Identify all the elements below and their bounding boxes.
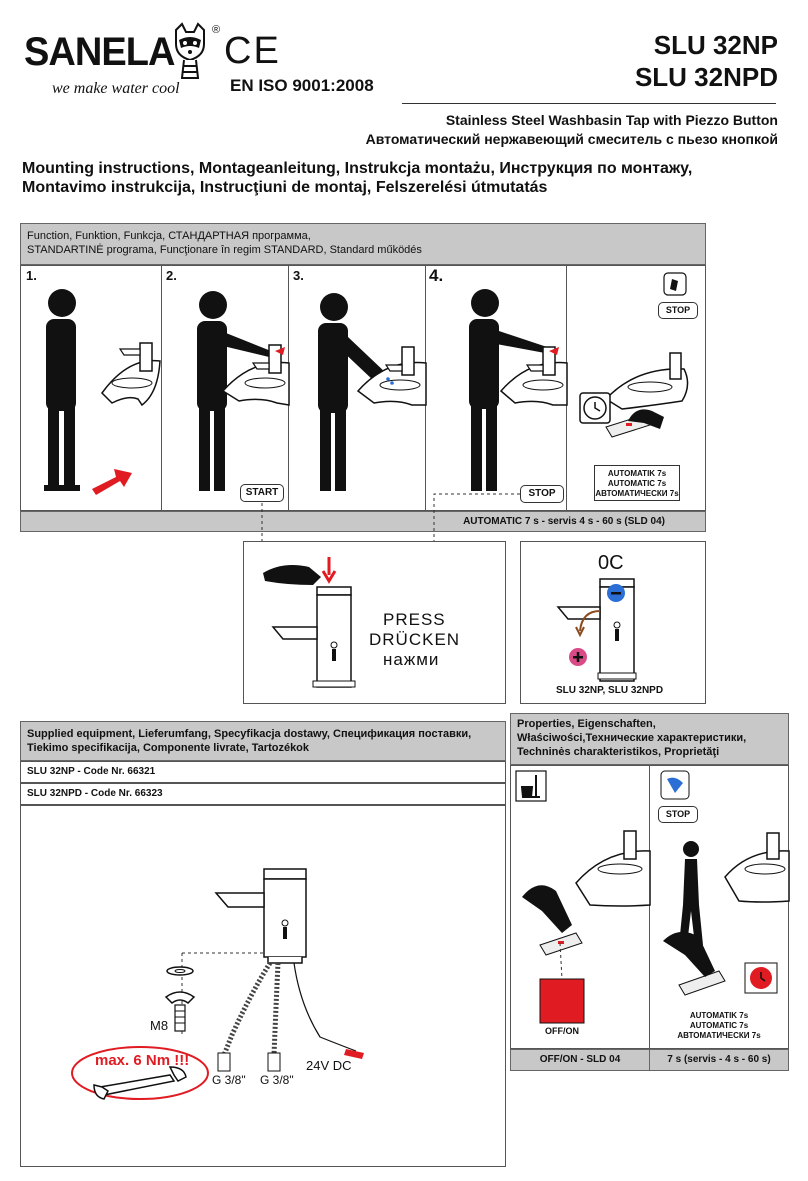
- brand-tagline: we make water cool: [52, 80, 180, 97]
- start-label: START: [240, 484, 284, 502]
- connection-label-1: G 3/8": [212, 1073, 246, 1087]
- registered-mark: ®: [212, 24, 221, 36]
- code-np: SLU 32NP - Code Nr. 66321: [27, 766, 156, 777]
- dashed-connectors: [257, 493, 520, 580]
- supplied-drawing-panel: [20, 805, 506, 1167]
- properties-header-bar: Properties, Eigenschaften, Właściwości,Т…: [510, 713, 789, 765]
- supplied-code-row-1: SLU 32NP - Code Nr. 66321: [20, 761, 506, 783]
- auto-line-ru: АВТОМАТИЧЕСКИ 7s: [595, 489, 679, 498]
- raccoon-mascot-icon: [175, 22, 205, 79]
- press-text-ru: нажми: [383, 650, 440, 669]
- temperature-caption: SLU 32NP, SLU 32NPD: [556, 685, 664, 696]
- step-number-1: 1.: [26, 268, 37, 283]
- properties-footer-left: OFF/ON - SLD 04: [510, 1049, 650, 1071]
- properties-auto-box: AUTOMATIK 7s AUTOMATIC 7s АВТОМАТИЧЕСКИ …: [671, 1007, 767, 1049]
- torque-label: max. 6 Nm !!!: [95, 1052, 190, 1069]
- m8-label: M8: [150, 1018, 169, 1033]
- function-title-2: STANDARTINĖ programa, Funcţionare în reg…: [27, 244, 422, 256]
- mounting-title-2: Montavimo instrukcija, Instrucţiuni de m…: [22, 179, 548, 196]
- cleaning-mode-illustration: [515, 770, 651, 1024]
- press-text-de: DRÜCKEN: [369, 630, 461, 649]
- auto-line-en: AUTOMATIC 7s: [607, 479, 667, 488]
- press-text-en: PRESS: [383, 610, 446, 629]
- ce-mark: CE: [224, 30, 281, 72]
- prop-auto-line-ru: АВТОМАТИЧЕСКИ 7s: [677, 1031, 761, 1040]
- properties-footer-left-text: OFF/ON - SLD 04: [539, 1054, 621, 1065]
- supplied-title-2: Tiekimo specifikacija, Componente livrat…: [27, 742, 310, 754]
- press-tap-illustration: [263, 557, 356, 688]
- step-number-4: 4.: [429, 266, 444, 285]
- step3-person-illustration: [318, 293, 427, 491]
- header-rule: [402, 103, 776, 104]
- supplied-header-bar: Supplied equipment, Lieferumfang, Specyf…: [20, 721, 506, 761]
- auto-line-de: AUTOMATIK 7s: [607, 469, 667, 478]
- auto-stop-illustration: [579, 272, 689, 438]
- step-number-2: 2.: [166, 268, 177, 283]
- iso-label: EN ISO 9001:2008: [230, 76, 374, 95]
- function-footer-bar: AUTOMATIC 7 s - servis 4 s - 60 s (SLD 0…: [20, 511, 706, 532]
- offon-label: OFF/ON: [545, 1026, 579, 1036]
- properties-footer-right-text: 7 s (servis - 4 s - 60 s): [667, 1054, 771, 1065]
- stop-label-auto: STOP: [658, 302, 698, 319]
- step1-person-illustration: [44, 289, 161, 495]
- supplied-code-row-2: SLU 32NPD - Code Nr. 66323: [20, 783, 506, 805]
- temperature-unit: 0C: [598, 552, 624, 574]
- subtitle-ru: Автоматический нержавеющий смеситель с п…: [365, 131, 778, 147]
- tap-exploded-drawing: [71, 868, 364, 1100]
- code-npd: SLU 32NPD - Code Nr. 66323: [27, 788, 163, 799]
- properties-footer-right: 7 s (servis - 4 s - 60 s): [649, 1049, 789, 1071]
- properties-title-3: Techninės charakteristikos, Proprietăţi: [517, 746, 720, 758]
- model-line-2: SLU 32NPD: [634, 62, 778, 92]
- step1-arrow-icon: [92, 469, 132, 495]
- function-title-1: Function, Funktion, Funkcja, СТАНДАРТНАЯ…: [27, 230, 311, 242]
- model-line-1: SLU 32NP: [653, 30, 778, 60]
- prop-auto-line-en: AUTOMATIC 7s: [689, 1021, 749, 1030]
- prop-auto-line-de: AUTOMATIK 7s: [689, 1011, 749, 1020]
- properties-stop-label: STOP: [658, 806, 698, 823]
- step2-person-illustration: [197, 291, 290, 491]
- function-footer-text: AUTOMATIC 7 s - servis 4 s - 60 s (SLD 0…: [463, 516, 665, 527]
- supplied-title-1: Supplied equipment, Lieferumfang, Specyf…: [27, 728, 472, 740]
- connection-label-2: G 3/8": [260, 1073, 294, 1087]
- auto-time-box: AUTOMATIK 7s AUTOMATIC 7s АВТОМАТИЧЕСКИ …: [594, 465, 680, 501]
- function-header-bar: Function, Funktion, Funkcja, СТАНДАРТНАЯ…: [20, 223, 706, 265]
- subtitle-en: Stainless Steel Washbasin Tap with Piezz…: [445, 112, 778, 128]
- properties-title-1: Properties, Eigenschaften,: [517, 718, 656, 730]
- cleaning-icon: [520, 775, 540, 798]
- step-number-3: 3.: [293, 268, 304, 283]
- step4-person-illustration: [469, 289, 568, 491]
- auto-off-illustration: [660, 770, 790, 996]
- properties-title-2: Właściwości,Технические характеристики,: [517, 732, 747, 744]
- stop-label: STOP: [520, 485, 564, 503]
- mounting-title-1: Mounting instructions, Montageanleitung,…: [22, 160, 693, 177]
- voltage-label: 24V DC: [306, 1058, 352, 1073]
- temperature-tap-illustration: [556, 578, 637, 682]
- brand-logo: SANELA ® we make water cool: [22, 22, 220, 102]
- brand-name: SANELA: [24, 30, 175, 74]
